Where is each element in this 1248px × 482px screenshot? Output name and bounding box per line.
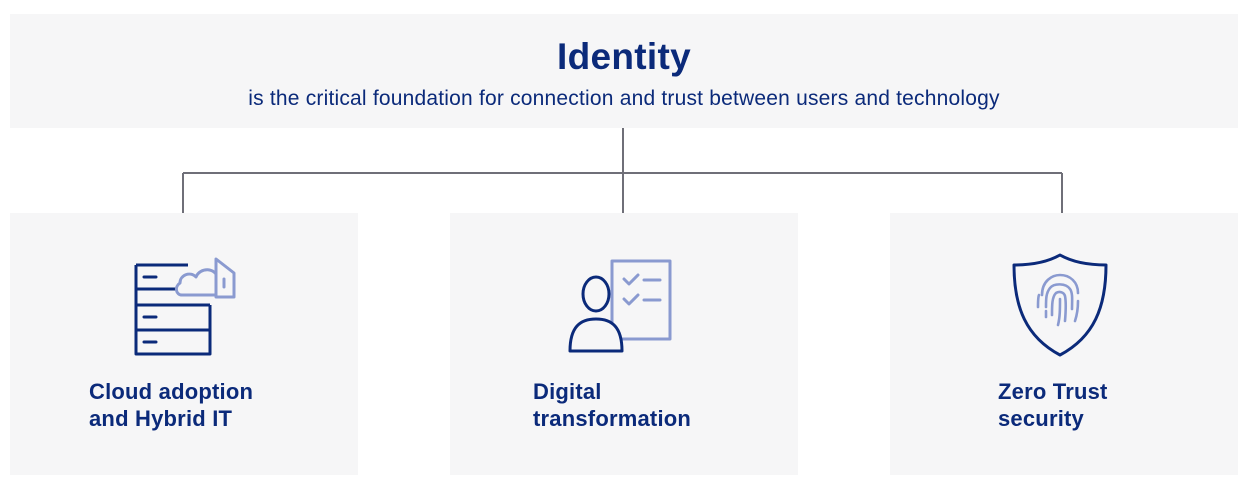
person-checklist-icon [568, 259, 672, 353]
header-subtitle: is the critical foundation for connectio… [248, 87, 1000, 110]
shield-fingerprint-icon [1012, 253, 1108, 357]
card-label-cloud-adoption: Cloud adoption and Hybrid IT [89, 379, 254, 431]
server-cloud-lock-icon [134, 257, 236, 356]
header-box: Identity is the critical foundation for … [10, 14, 1238, 128]
card-label-digital-transformation: Digital transformation [533, 379, 692, 431]
card-digital-transformation: Digital transformation [450, 213, 798, 475]
card-cloud-adoption: Cloud adoption and Hybrid IT [10, 213, 358, 475]
header-title: Identity [557, 36, 691, 77]
card-zero-trust: Zero Trust security [890, 213, 1238, 475]
card-label-zero-trust: Zero Trust security [998, 379, 1108, 431]
